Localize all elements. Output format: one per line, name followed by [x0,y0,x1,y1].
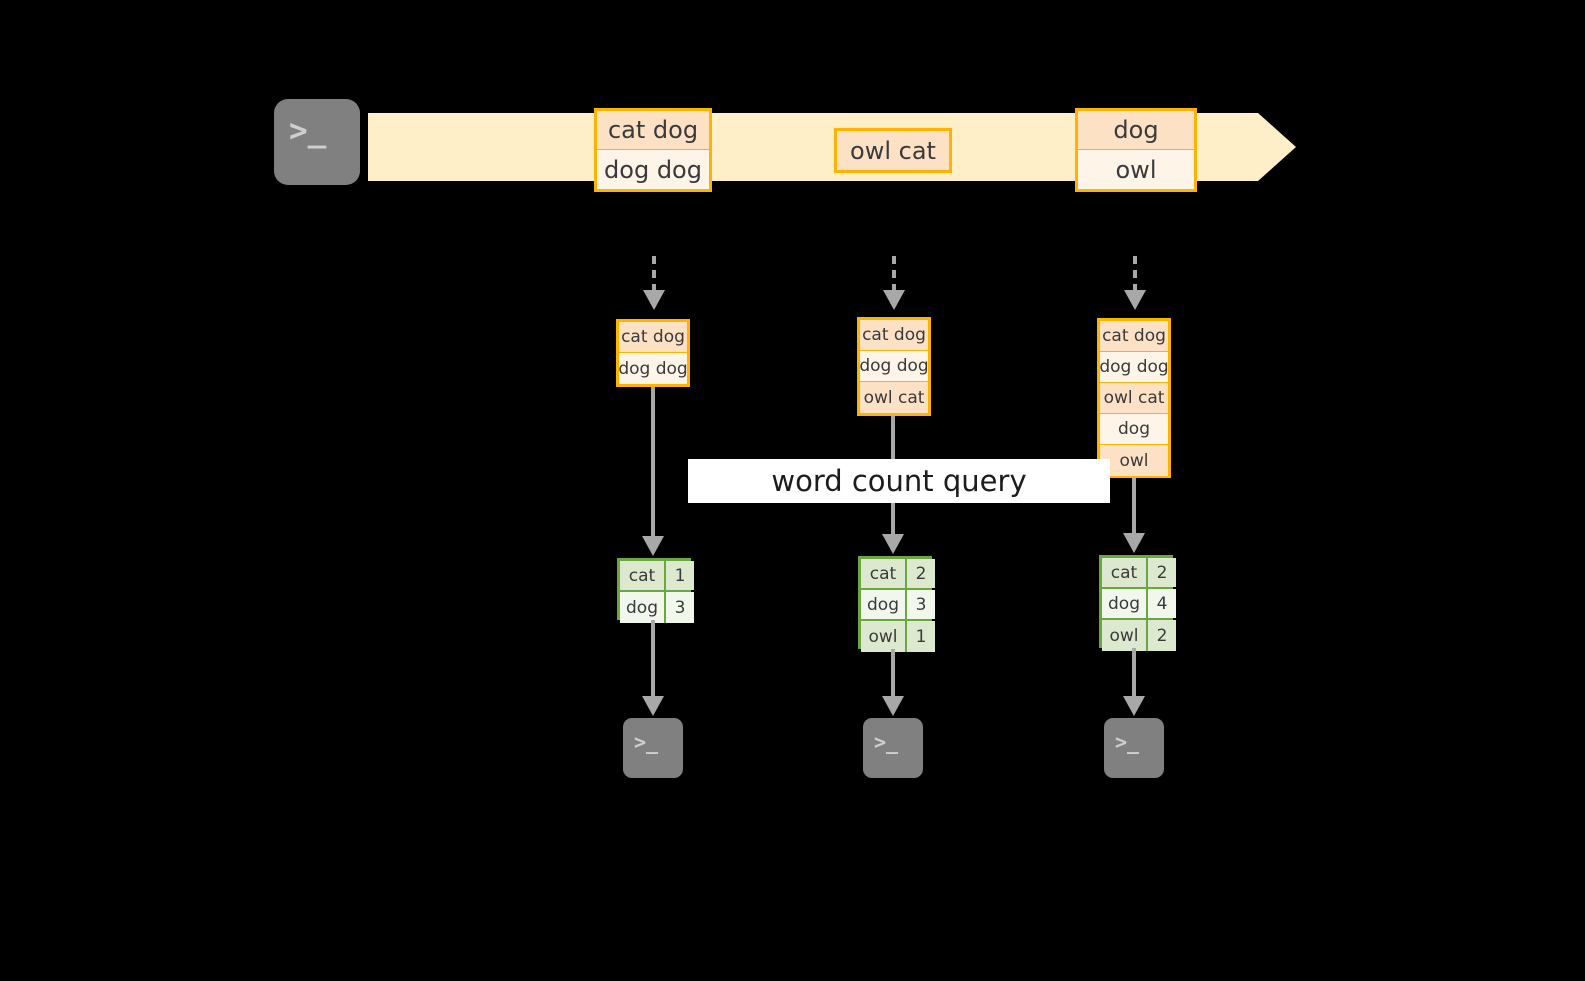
column-2-query-arrowhead [882,534,904,554]
table-row: dog 3 [861,590,935,621]
result-count: 4 [1148,589,1176,618]
stream-batch-2: owl cat [834,128,952,173]
column-1-feed-line [652,256,656,292]
column-2-input-line: owl cat [860,382,928,413]
table-row: cat 2 [861,559,935,590]
result-count: 1 [666,561,694,590]
column-1-input-line: cat dog [619,322,687,353]
result-count: 1 [907,621,935,652]
column-2-sink-arrowhead [882,696,904,716]
column-2-result-table: cat 2 dog 3 owl 1 [858,556,935,652]
result-count: 3 [907,590,935,619]
result-word: cat [620,561,666,590]
stream-batch-1-line: cat dog [597,111,709,150]
column-1-input-box: cat dog dog dog [616,319,690,387]
stream-batch-3-line: owl [1078,150,1194,189]
column-1-result-table: cat 1 dog 3 [617,558,694,623]
column-3-input-line: owl [1100,445,1168,476]
column-2-input-line: cat dog [860,320,928,351]
terminal-prompt-glyph: >_ [874,730,899,754]
column-3-input-box: cat dog dog dog owl cat dog owl [1097,318,1171,478]
result-word: owl [1102,620,1148,651]
table-row: dog 4 [1102,589,1176,620]
column-1-query-line [651,387,655,539]
stream-batch-2-line: owl cat [837,131,949,170]
terminal-prompt-glyph: >_ [1115,730,1140,754]
query-label: word count query [688,459,1110,503]
column-2-input-line: dog dog [859,351,929,382]
column-3-feed-line [1133,256,1137,292]
query-label-text: word count query [771,464,1027,498]
column-3-query-arrowhead [1123,533,1145,553]
result-word: dog [861,590,907,619]
column-3-query-line [1132,478,1136,536]
table-row: owl 1 [861,621,935,652]
stream-arrow-head [1258,113,1296,181]
terminal-prompt-glyph: >_ [634,730,659,754]
column-3-input-line: cat dog [1100,321,1168,352]
stream-batch-1: cat dog dog dog [594,108,712,192]
table-row: owl 2 [1102,620,1176,651]
result-word: cat [1102,558,1148,587]
result-count: 2 [1148,558,1176,587]
stream-batch-3: dog owl [1075,108,1197,192]
result-count: 2 [1148,620,1176,651]
column-1-sink-line [651,620,655,699]
column-1-query-arrowhead [642,536,664,556]
result-count: 2 [907,559,935,588]
column-1-input-line: dog dog [618,353,688,384]
column-3-sink-terminal-icon: >_ [1098,712,1170,784]
table-row: cat 1 [620,561,694,592]
table-row: dog 3 [620,592,694,623]
result-word: cat [861,559,907,588]
column-2-input-box: cat dog dog dog owl cat [857,317,931,416]
column-2-feed-arrowhead [883,290,905,310]
terminal-prompt-glyph: >_ [289,113,327,149]
column-1-sink-arrowhead [642,696,664,716]
stream-batch-3-line: dog [1078,111,1194,150]
column-2-feed-line [892,256,896,292]
column-3-feed-arrowhead [1124,290,1146,310]
column-3-input-line: dog [1100,414,1168,445]
column-2-sink-terminal-icon: >_ [857,712,929,784]
column-3-sink-arrowhead [1123,696,1145,716]
source-terminal-icon: >_ [266,91,368,193]
column-3-sink-line [1132,648,1136,699]
column-1-feed-arrowhead [643,290,665,310]
column-3-result-table: cat 2 dog 4 owl 2 [1099,555,1176,651]
result-word: dog [620,592,666,623]
result-word: dog [1102,589,1148,618]
column-3-input-line: dog dog [1099,352,1169,383]
table-row: cat 2 [1102,558,1176,589]
result-word: owl [861,621,907,652]
column-3-input-line: owl cat [1100,383,1168,414]
column-1-sink-terminal-icon: >_ [617,712,689,784]
stream-batch-1-line: dog dog [597,150,709,189]
column-2-sink-line [891,649,895,699]
result-count: 3 [666,592,694,623]
